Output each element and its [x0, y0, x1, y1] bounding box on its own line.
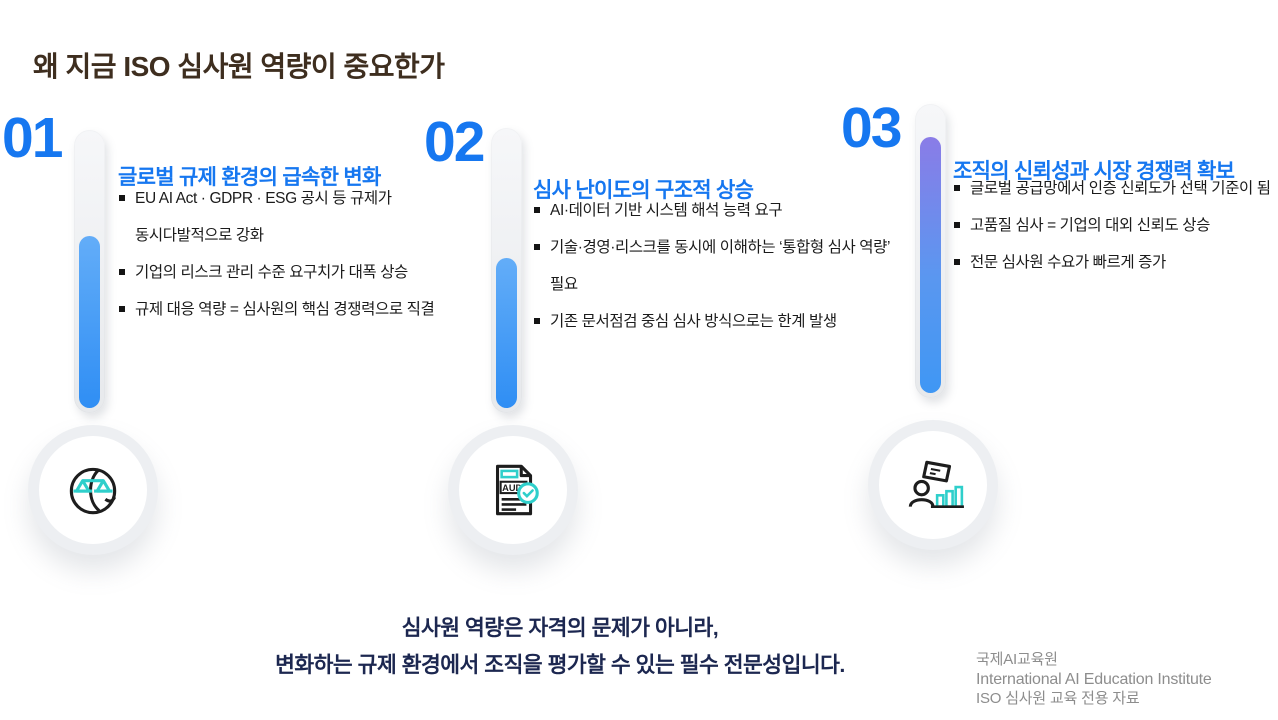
- bullet-item: 규제 대응 역량 = 심사원의 핵심 경쟁력으로 직결: [118, 291, 438, 328]
- column-1-progress-fill: [79, 236, 100, 408]
- footer-message: 심사원 역량은 자격의 문제가 아니라, 변화하는 규제 환경에서 조직을 평가…: [160, 610, 960, 684]
- bullet-item: 기업의 리스크 관리 수준 요구치가 대폭 상승: [118, 254, 438, 291]
- column-1-heading: 글로벌 규제 환경의 급속한 변화: [118, 166, 381, 190]
- bullet-item: 기술·경영·리스크를 동시에 이해하는 ‘통합형 심사 역량’ 필요: [533, 229, 891, 303]
- attribution: 국제AI교육원 International AI Education Insti…: [976, 650, 1212, 709]
- attribution-org-english: International AI Education Institute: [976, 670, 1212, 688]
- bullet-text: 고품질 심사 = 기업의 대외 신뢰도 상승: [970, 217, 1210, 234]
- bullet-item: 글로벌 공급망에서 인증 신뢰도가 선택 기준이 됨: [953, 170, 1275, 207]
- column-3-number: 03: [841, 96, 902, 160]
- bullet-square-icon: [119, 195, 125, 201]
- bullet-item: 고품질 심사 = 기업의 대외 신뢰도 상승: [953, 207, 1275, 244]
- attribution-org-korean: 국제AI교육원: [976, 651, 1058, 668]
- column-2-number: 02: [424, 110, 485, 174]
- bullet-text: 기술·경영·리스크를 동시에 이해하는 ‘통합형 심사 역량’ 필요: [550, 239, 890, 293]
- bullet-text: 기존 문서점검 중심 심사 방식으로는 한계 발생: [550, 313, 837, 330]
- column-1-icon-medallion: [28, 425, 158, 555]
- column-2-progress-bar: [491, 128, 522, 413]
- attribution-purpose: ISO 심사원 교육 전용 자료: [976, 690, 1140, 707]
- bullet-text: 규제 대응 역량 = 심사원의 핵심 경쟁력으로 직결: [135, 301, 435, 318]
- page-title: 왜 지금 ISO 심사원 역량이 중요한가: [33, 50, 445, 82]
- column-2-bullet-list: AI·데이터 기반 시스템 해석 능력 요구 기술·경영·리스크를 동시에 이해…: [533, 192, 891, 340]
- column-3-progress-bar: [915, 104, 946, 398]
- bullet-square-icon: [954, 222, 960, 228]
- bullet-item: 전문 심사원 수요가 빠르게 증가: [953, 244, 1275, 281]
- bullet-text: 전문 심사원 수요가 빠르게 증가: [970, 254, 1166, 271]
- bullet-text: AI·데이터 기반 시스템 해석 능력 요구: [550, 202, 783, 219]
- column-3-icon-medallion: [868, 420, 998, 550]
- footer-message-line2: 변화하는 규제 환경에서 조직을 평가할 수 있는 필수 전문성입니다.: [275, 653, 845, 677]
- bullet-text: 기업의 리스크 관리 수준 요구치가 대폭 상승: [135, 264, 408, 281]
- column-2-progress-fill: [496, 258, 517, 408]
- globe-scales-icon: [69, 467, 117, 515]
- column-1-progress-bar: [74, 130, 105, 413]
- bullet-text: EU AI Act · GDPR · ESG 공시 등 규제가 동시다발적으로 …: [135, 190, 392, 244]
- bullet-square-icon: [954, 185, 960, 191]
- bullet-square-icon: [534, 318, 540, 324]
- column-1-bullet-list: EU AI Act · GDPR · ESG 공시 등 규제가 동시다발적으로 …: [118, 180, 438, 328]
- bullet-text: 글로벌 공급망에서 인증 신뢰도가 선택 기준이 됨: [970, 180, 1271, 197]
- bullet-item: EU AI Act · GDPR · ESG 공시 등 규제가 동시다발적으로 …: [118, 180, 438, 254]
- bullet-item: 기존 문서점검 중심 심사 방식으로는 한계 발생: [533, 303, 891, 340]
- bullet-item: AI·데이터 기반 시스템 해석 능력 요구: [533, 192, 891, 229]
- presenter-chart-icon: [908, 460, 964, 508]
- column-3-bullet-list: 글로벌 공급망에서 인증 신뢰도가 선택 기준이 됨 고품질 심사 = 기업의 …: [953, 170, 1275, 281]
- column-3-progress-fill: [920, 137, 941, 393]
- bullet-square-icon: [119, 269, 125, 275]
- column-1-number: 01: [2, 106, 63, 170]
- column-3-heading: 조직의 신뢰성과 시장 경쟁력 확보: [953, 160, 1235, 184]
- audit-document-icon: AUDIT: [495, 464, 539, 516]
- column-2-icon-medallion: AUDIT: [448, 425, 578, 555]
- svg-text:AUDIT: AUDIT: [502, 483, 531, 493]
- bullet-square-icon: [119, 306, 125, 312]
- bullet-square-icon: [534, 207, 540, 213]
- footer-message-line1: 심사원 역량은 자격의 문제가 아니라,: [401, 616, 719, 640]
- bullet-square-icon: [534, 244, 540, 250]
- bullet-square-icon: [954, 259, 960, 265]
- column-2-heading: 심사 난이도의 구조적 상승: [533, 179, 754, 203]
